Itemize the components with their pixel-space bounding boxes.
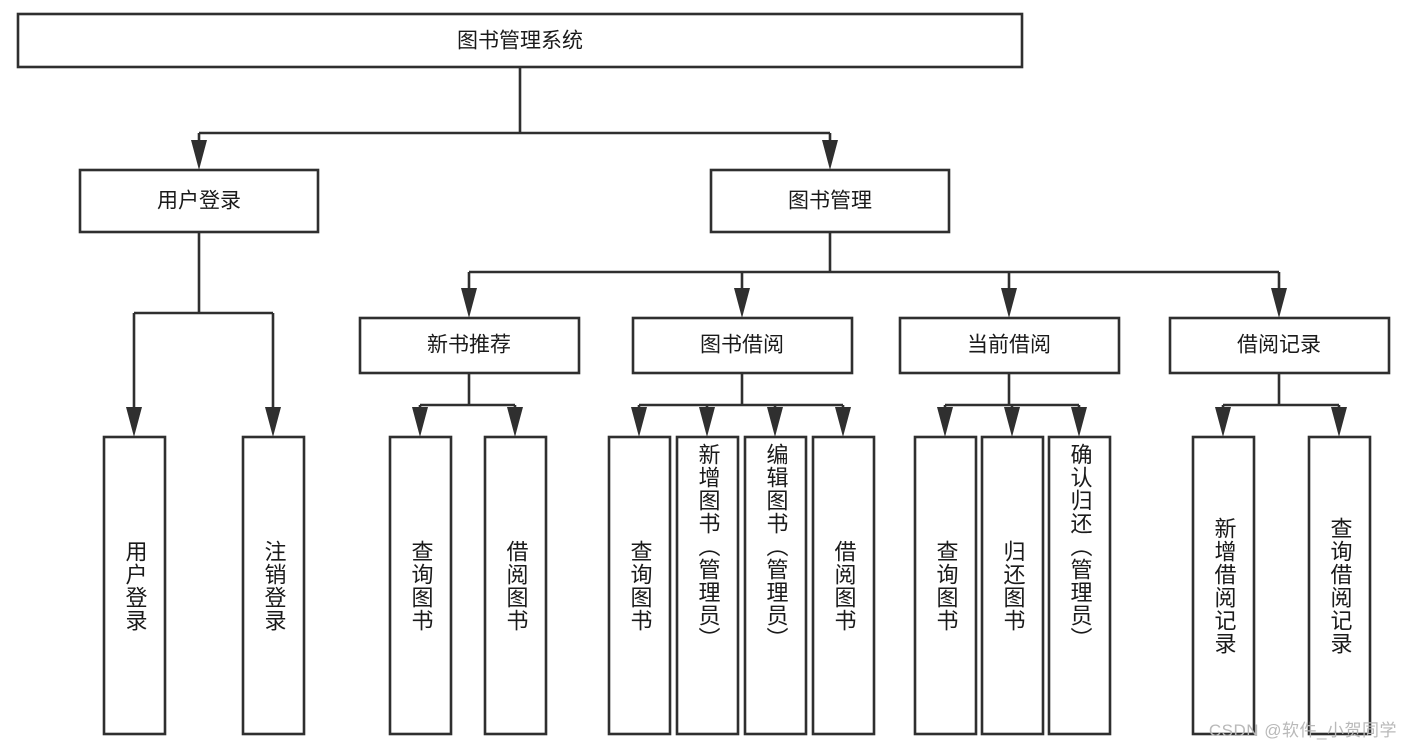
node-box-leaf-nb-query-book[interactable]: [388, 435, 453, 736]
arrow-head-leaf-nb-query: [412, 407, 428, 437]
node-label-user-login: 用户登录: [157, 190, 241, 213]
arrow-head-leaf-cb-confirm: [1071, 407, 1087, 437]
watermark-text: CSDN @软件_小贺同学: [1208, 721, 1397, 740]
node-box-user-login[interactable]: [78, 168, 320, 234]
arrow-head-leaf-cb-query: [937, 407, 953, 437]
node-label-current-borrow: 当前借阅: [967, 334, 1051, 357]
node-box-leaf-bb-edit-book[interactable]: [743, 435, 808, 736]
node-label-root: 图书管理系统: [457, 30, 583, 53]
arrow-head-book-mgmt: [822, 140, 838, 170]
node-label-book-management: 图书管理: [788, 190, 872, 213]
arrow-head-book-borrow: [734, 288, 750, 318]
arrow-head-leaf-br-add: [1215, 407, 1231, 437]
arrow-head-leaf-cb-return: [1004, 407, 1020, 437]
arrow-head-borrow-record: [1271, 288, 1287, 318]
arrow-head-leaf-nb-borrow: [507, 407, 523, 437]
node-label-borrow-record: 借阅记录: [1237, 334, 1321, 357]
node-box-leaf-bb-query-book[interactable]: [607, 435, 672, 736]
node-box-leaf-br-query-record[interactable]: [1307, 435, 1372, 736]
node-box-book-borrow[interactable]: [631, 316, 854, 375]
arrow-head-leaf-bb-query: [631, 407, 647, 437]
arrow-head-leaf-bb-borrow: [835, 407, 851, 437]
node-box-leaf-bb-borrow-book[interactable]: [811, 435, 876, 736]
node-box-leaf-bb-add-book[interactable]: [675, 435, 740, 736]
node-box-borrow-record[interactable]: [1168, 316, 1391, 375]
arrow-head-leaf-logout: [265, 407, 281, 437]
node-label-new-book-recommend: 新书推荐: [427, 334, 511, 357]
arrow-head-current-borrow: [1001, 288, 1017, 318]
node-box-leaf-user-login[interactable]: [102, 435, 167, 736]
arrow-head-leaf-user-login: [126, 407, 142, 437]
arrow-head-user-login: [191, 140, 207, 170]
node-box-book-management[interactable]: [709, 168, 951, 234]
arrow-head-leaf-bb-edit: [767, 407, 783, 437]
node-box-leaf-cb-confirm-return[interactable]: [1047, 435, 1112, 736]
node-box-new-book-recommend[interactable]: [358, 316, 581, 375]
arrow-head-leaf-bb-add: [699, 407, 715, 437]
arrow-head-new-book-recommend: [461, 288, 477, 318]
node-box-leaf-cb-query-book[interactable]: [913, 435, 978, 736]
node-box-current-borrow[interactable]: [898, 316, 1121, 375]
node-box-leaf-br-add-record[interactable]: [1191, 435, 1256, 736]
node-box-leaf-nb-borrow-book[interactable]: [483, 435, 548, 736]
node-box-root[interactable]: [16, 12, 1024, 69]
node-box-leaf-logout[interactable]: [241, 435, 306, 736]
node-box-leaf-cb-return-book[interactable]: [980, 435, 1045, 736]
arrow-head-leaf-br-query: [1331, 407, 1347, 437]
node-label-book-borrow: 图书借阅: [700, 334, 784, 357]
